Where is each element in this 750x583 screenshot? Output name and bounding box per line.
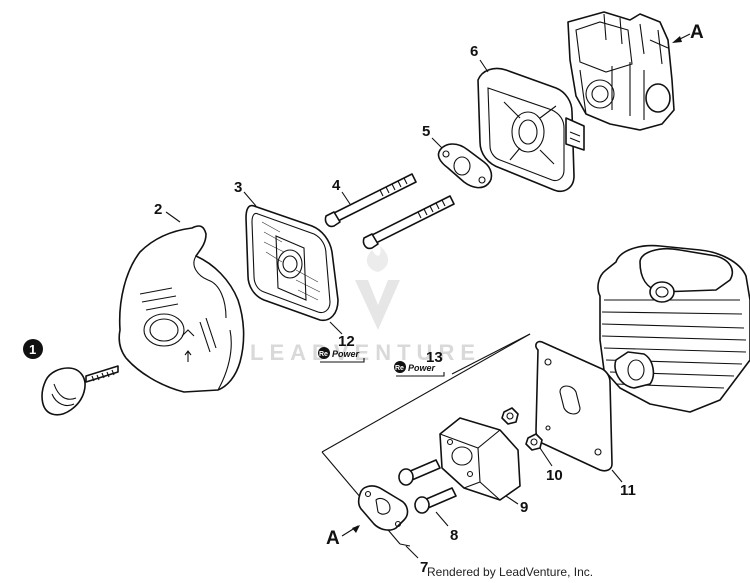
part-11-gasket[interactable]: [535, 340, 613, 472]
callout-4: 4: [332, 177, 351, 205]
cylinder[interactable]: [597, 244, 750, 413]
reference-a-bottom: A: [326, 525, 360, 549]
callout-11: 11: [611, 469, 636, 499]
callout-6: 6: [470, 43, 489, 73]
part-2-air-filter-cover[interactable]: [118, 225, 245, 393]
part-9-insulator[interactable]: [439, 417, 521, 501]
svg-text:9: 9: [520, 499, 528, 516]
svg-text:10: 10: [546, 467, 563, 484]
part-7-gasket[interactable]: [357, 485, 409, 531]
part-5-plate[interactable]: [437, 143, 493, 189]
svg-text:8: 8: [450, 527, 458, 544]
watermark-brand: LEADVENTURE: [250, 340, 481, 365]
callout-3: 3: [234, 179, 257, 207]
part-8-screws[interactable]: [398, 459, 457, 514]
svg-text:13: 13: [426, 349, 443, 366]
svg-text:5: 5: [422, 123, 430, 140]
reference-a-top: A: [672, 22, 704, 43]
part-4-bolts[interactable]: [324, 173, 455, 250]
callout-12: 12: [329, 321, 355, 350]
svg-text:A: A: [326, 528, 340, 549]
repower-badge-12: Re Power: [318, 347, 365, 363]
part-6-filter-base[interactable]: [477, 67, 585, 192]
svg-text:11: 11: [620, 482, 636, 499]
callout-8: 8: [435, 511, 458, 544]
leadventure-watermark: LEADVENTURE: [250, 246, 481, 365]
svg-text:Power: Power: [332, 349, 360, 359]
svg-text:1: 1: [29, 342, 36, 357]
part-1-knob[interactable]: [41, 365, 119, 416]
svg-text:6: 6: [470, 43, 478, 60]
part-3-air-filter[interactable]: [245, 204, 339, 322]
svg-text:Power: Power: [408, 363, 436, 373]
svg-text:Re: Re: [319, 351, 328, 358]
repower-badge-13: Re Power: [394, 361, 445, 377]
svg-text:12: 12: [338, 333, 355, 350]
svg-text:A: A: [690, 22, 704, 43]
callout-10: 10: [539, 447, 563, 484]
callout-5: 5: [422, 123, 443, 149]
callout-1: 1: [23, 339, 43, 359]
svg-text:2: 2: [154, 201, 162, 218]
svg-text:4: 4: [332, 177, 341, 194]
footer-credit: Rendered by LeadVenture, Inc.: [427, 565, 594, 579]
carburetor-assembly[interactable]: [567, 11, 675, 131]
callout-7: 7: [405, 545, 428, 576]
callout-13: 13: [426, 349, 443, 366]
callout-9: 9: [505, 495, 528, 516]
svg-text:Re: Re: [395, 365, 404, 372]
callout-2: 2: [154, 201, 181, 223]
svg-text:7: 7: [420, 559, 428, 576]
svg-text:3: 3: [234, 179, 242, 196]
